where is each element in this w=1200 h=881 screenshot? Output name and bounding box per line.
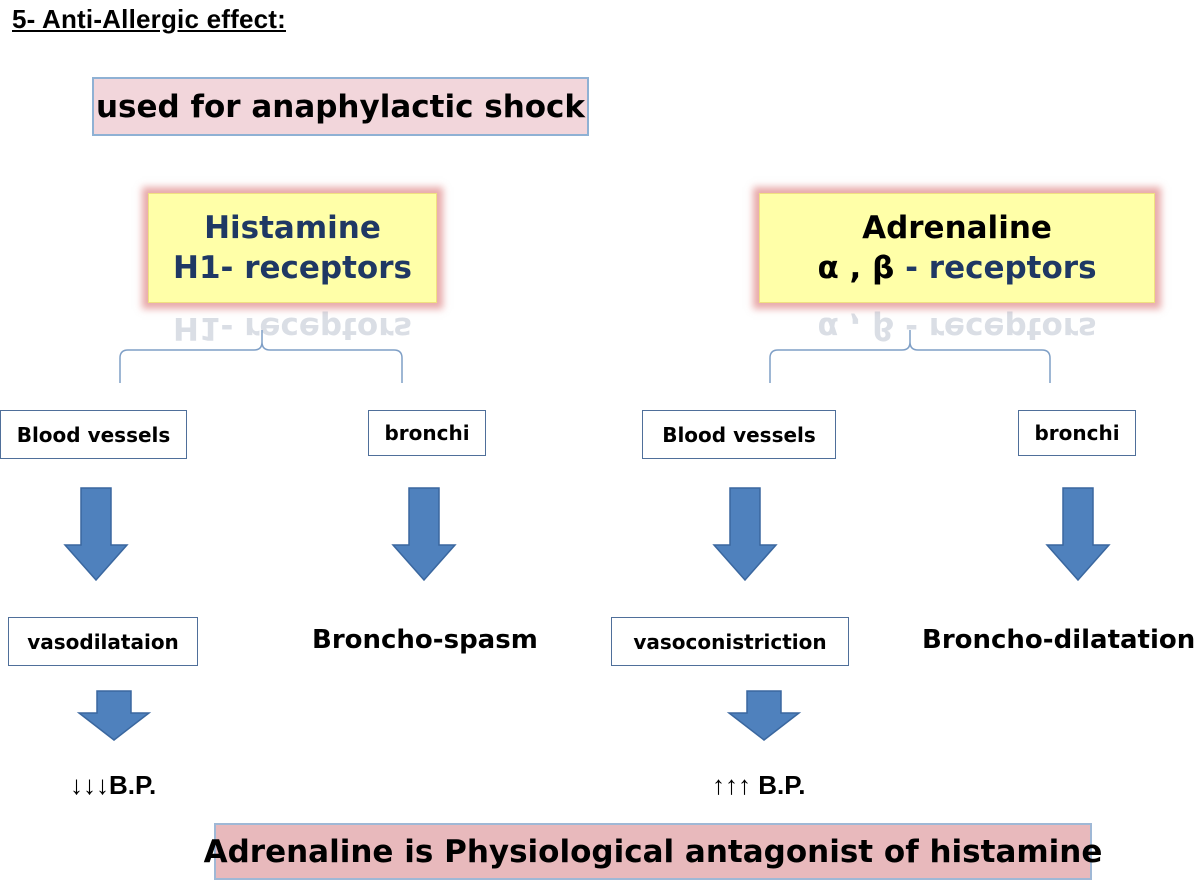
alpha-symbol: α — [817, 250, 839, 286]
histamine-bronchi-box: bronchi — [368, 410, 486, 456]
bp-decrease-text: ↓↓↓B.P. — [70, 770, 157, 800]
vasodilation-box: vasodilataion — [8, 617, 198, 666]
histamine-receptor: H1- receptors — [173, 250, 412, 286]
vasoconstriction-label: vasoconistriction — [633, 629, 827, 654]
down-arrow-icon — [712, 487, 778, 582]
beta-symbol: β — [872, 250, 895, 286]
bronchospasm-text: Broncho-spasm — [312, 625, 538, 655]
adrenaline-bronchi-box: bronchi — [1018, 410, 1136, 456]
adrenaline-box: Adrenaline α , β - receptors — [759, 193, 1155, 303]
down-arrow-icon — [726, 690, 802, 741]
histamine-blood-vessels-box: Blood vessels — [0, 410, 187, 459]
adrenaline-title: Adrenaline — [862, 209, 1052, 246]
conclusion-text: Adrenaline is Physiological antagonist o… — [203, 833, 1103, 870]
histamine-bronchi-label: bronchi — [384, 421, 470, 445]
adrenaline-bronchi-label: bronchi — [1034, 421, 1120, 445]
down-arrow-icon — [63, 487, 129, 582]
receptor-separator: , — [838, 250, 873, 286]
histamine-box: Histamine H1- receptors — [148, 193, 437, 303]
histamine-blood-vessels-label: Blood vessels — [16, 422, 171, 447]
histamine-brace — [119, 330, 403, 383]
bronchodilatation-text: Broncho-dilatation — [922, 625, 1196, 655]
down-arrow-icon — [391, 487, 457, 582]
receptor-suffix: - receptors — [894, 250, 1097, 286]
vasoconstriction-box: vasoconistriction — [611, 617, 849, 666]
vasodilation-label: vasodilataion — [27, 629, 179, 654]
conclusion-box: Adrenaline is Physiological antagonist o… — [204, 823, 1102, 880]
adrenaline-blood-vessels-box: Blood vessels — [642, 410, 836, 459]
use-note-box: used for anaphylactic shock — [92, 77, 589, 136]
adrenaline-blood-vessels-label: Blood vessels — [662, 422, 816, 447]
histamine-title: Histamine — [204, 209, 381, 246]
section-heading: 5- Anti-Allergic effect: — [12, 4, 286, 34]
down-arrow-icon — [76, 690, 152, 741]
bp-increase-text: ↑↑↑ B.P. — [712, 770, 806, 800]
adrenaline-receptor: α , β - receptors — [817, 248, 1096, 288]
use-note-text: used for anaphylactic shock — [95, 88, 586, 125]
adrenaline-brace — [769, 330, 1051, 383]
down-arrow-icon — [1045, 487, 1111, 582]
